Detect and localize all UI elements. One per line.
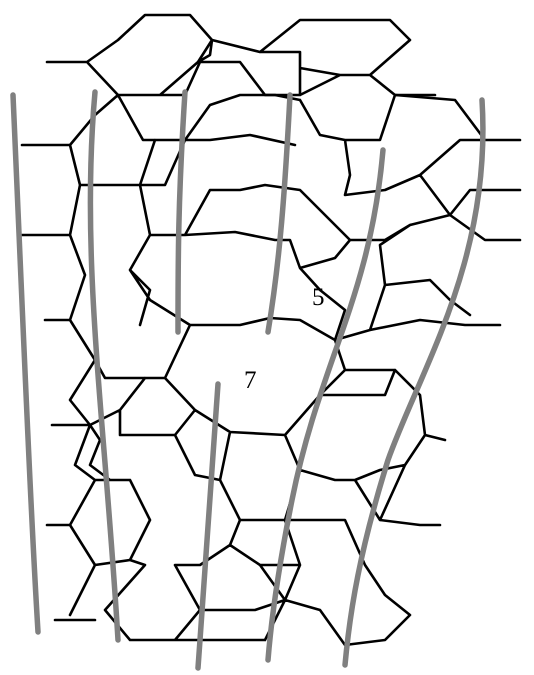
cell-edges-body xyxy=(20,93,522,647)
grey-line-7 xyxy=(195,381,221,671)
grey-line-6 xyxy=(342,97,486,668)
grey-line-1 xyxy=(10,92,41,635)
grey-line-3 xyxy=(175,89,188,335)
grey-lines xyxy=(10,89,486,671)
cell-edges-top xyxy=(45,13,437,97)
grey-line-5 xyxy=(265,147,386,663)
grey-line-4 xyxy=(265,92,293,335)
grey-line-2 xyxy=(87,89,121,643)
pentagon-label: 5 xyxy=(312,284,325,311)
heptagon-label: 7 xyxy=(244,367,257,394)
cell-network xyxy=(20,13,522,647)
